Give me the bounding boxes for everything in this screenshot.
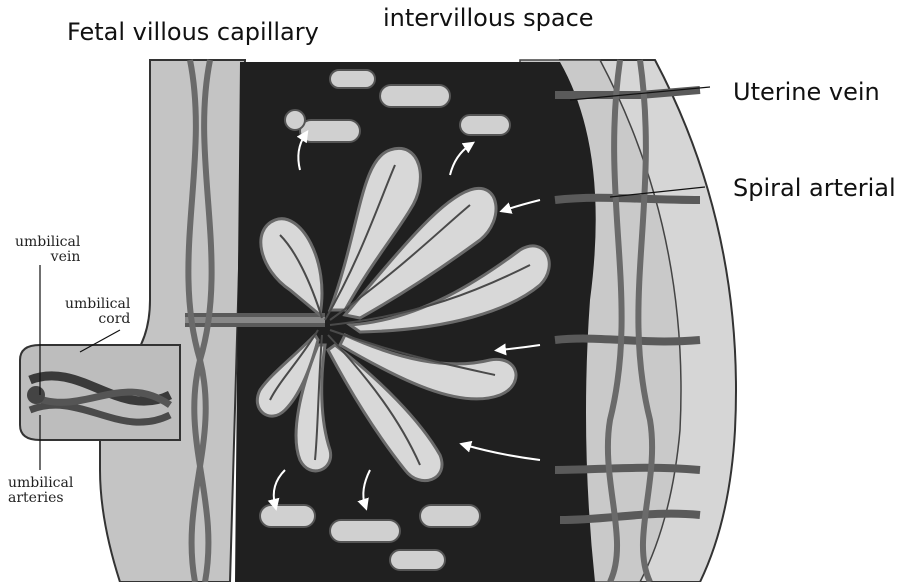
label-fetal-villous-capillary: Fetal villous capillary bbox=[67, 20, 319, 44]
label-intervillous-space: intervillous space bbox=[383, 6, 594, 30]
label-uterine-vein: Uterine vein bbox=[733, 80, 880, 104]
label-umbilical-vein: umbilical vein bbox=[15, 235, 80, 265]
label-spiral-arterial: Spiral arterial bbox=[733, 176, 896, 200]
label-umbilical-cord: umbilical cord bbox=[65, 297, 130, 327]
label-umbilical-arteries: umbilical arteries bbox=[8, 476, 73, 506]
